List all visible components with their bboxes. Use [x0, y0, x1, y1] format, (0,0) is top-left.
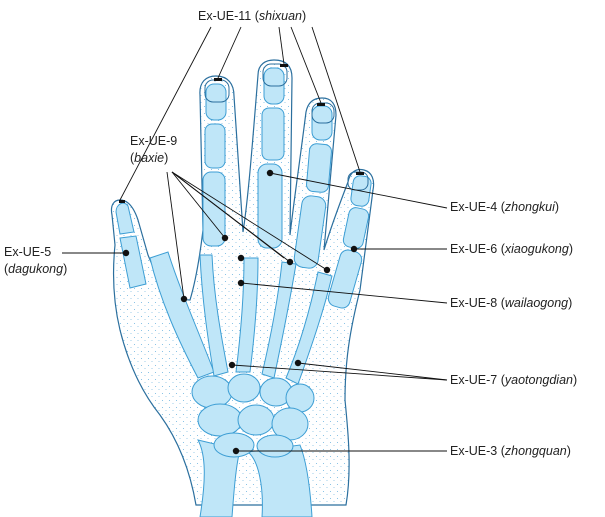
point-ex-ue-9-1 [181, 296, 187, 302]
label-ex-ue-5: Ex-UE-5(dagukong) [4, 244, 67, 278]
index-finger-phalanges [203, 84, 226, 246]
point-ex-ue-9-5 [324, 267, 330, 273]
point-ex-ue-9-2 [222, 235, 228, 241]
label-ex-ue-7: Ex-UE-7 (yaotongdian) [450, 373, 577, 388]
point-ex-ue-3 [233, 448, 239, 454]
label-ex-ue-9: Ex-UE-9(baxie) [130, 133, 177, 167]
label-ex-ue-8: Ex-UE-8 (wailaogong) [450, 296, 572, 311]
point-ex-ue-4 [267, 170, 273, 176]
point-ex-ue-6 [351, 246, 357, 252]
point-ex-ue-5 [123, 250, 129, 256]
point-ex-ue-7-1 [229, 362, 235, 368]
point-ex-ue-9-3 [238, 255, 244, 261]
label-ex-ue-3: Ex-UE-3 (zhongquan) [450, 444, 571, 459]
label-ex-ue-11: Ex-UE-11 (shixuan) [198, 9, 306, 24]
point-ex-ue-8 [238, 280, 244, 286]
point-ex-ue-7-2 [295, 360, 301, 366]
point-ex-ue-9-4 [287, 259, 293, 265]
label-ex-ue-4: Ex-UE-4 (zhongkui) [450, 200, 559, 215]
label-ex-ue-6: Ex-UE-6 (xiaogukong) [450, 242, 573, 257]
